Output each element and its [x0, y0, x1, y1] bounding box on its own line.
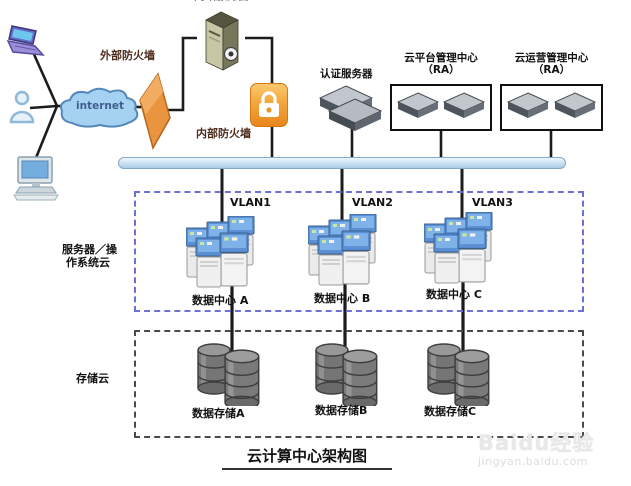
server-cluster-icon — [308, 214, 377, 286]
data-center-c-label: 数据中心 C — [426, 288, 482, 301]
mgmt-center-2-sublabel: （RA） — [532, 64, 571, 76]
storage-cylinder-icon — [197, 343, 260, 406]
mgmt-center-2-box — [500, 84, 603, 131]
vlan3-label: VLAN3 — [472, 196, 513, 209]
auth-server-switch-icon — [318, 85, 383, 131]
watermark-url: jingyan.baidu.com — [478, 455, 589, 468]
watermark-suffix: 经验 — [550, 431, 595, 455]
server-cluster-icon — [424, 212, 493, 284]
desktop-icon — [13, 156, 59, 201]
storage-cylinder-icon — [427, 343, 490, 406]
user-icon — [9, 90, 35, 124]
storage-cloud-label: 存储云 — [76, 372, 109, 385]
lock-icon — [250, 83, 288, 127]
laptop-icon — [6, 25, 45, 56]
mgmt-center-2-label: 云运营管理中心 — [514, 52, 589, 64]
data-storage-b-label: 数据存储B — [315, 404, 368, 417]
server-cluster-icon — [186, 216, 255, 288]
data-storage-a-label: 数据存储A — [192, 407, 245, 420]
data-storage-c-label: 数据存储C — [424, 405, 477, 418]
firewall-icon — [139, 72, 171, 150]
switch-icon — [506, 92, 550, 118]
storage-cylinder-icon — [315, 343, 378, 406]
server-cloud-label-line1: 服务器／操 — [62, 243, 117, 256]
storage-cloud-box — [134, 330, 584, 438]
web-server-label: 网站服务器 — [194, 0, 249, 2]
mgmt-center-1-label: 云平台管理中心 — [404, 52, 478, 64]
mgmt-center-1-sublabel: （RA） — [422, 64, 460, 76]
internal-firewall-label: 内部防火墙 — [196, 127, 251, 140]
data-center-b-label: 数据中心 B — [314, 292, 371, 305]
switch-icon — [396, 92, 440, 118]
watermark-brand: Baidu — [478, 431, 551, 455]
server-tower-icon — [205, 11, 239, 71]
internet-cloud-icon — [60, 87, 139, 128]
data-center-a-label: 数据中心 A — [192, 294, 249, 307]
switch-icon — [442, 92, 486, 118]
auth-server-label: 认证服务器 — [320, 68, 373, 80]
server-cloud-label-line2: 作系统云 — [66, 256, 110, 269]
network-bus — [118, 157, 566, 169]
internet-label: internet — [76, 100, 125, 112]
vlan2-label: VLAN2 — [352, 196, 393, 209]
external-firewall-label: 外部防火墙 — [100, 49, 155, 62]
vlan1-label: VLAN1 — [230, 196, 271, 209]
switch-icon — [553, 92, 597, 118]
diagram-title: 云计算中心架构图 — [222, 445, 392, 470]
watermark: Baidu经验 jingyan.baidu.com — [478, 431, 628, 468]
server-cloud-box — [134, 191, 584, 312]
mgmt-center-1-box — [390, 84, 492, 131]
